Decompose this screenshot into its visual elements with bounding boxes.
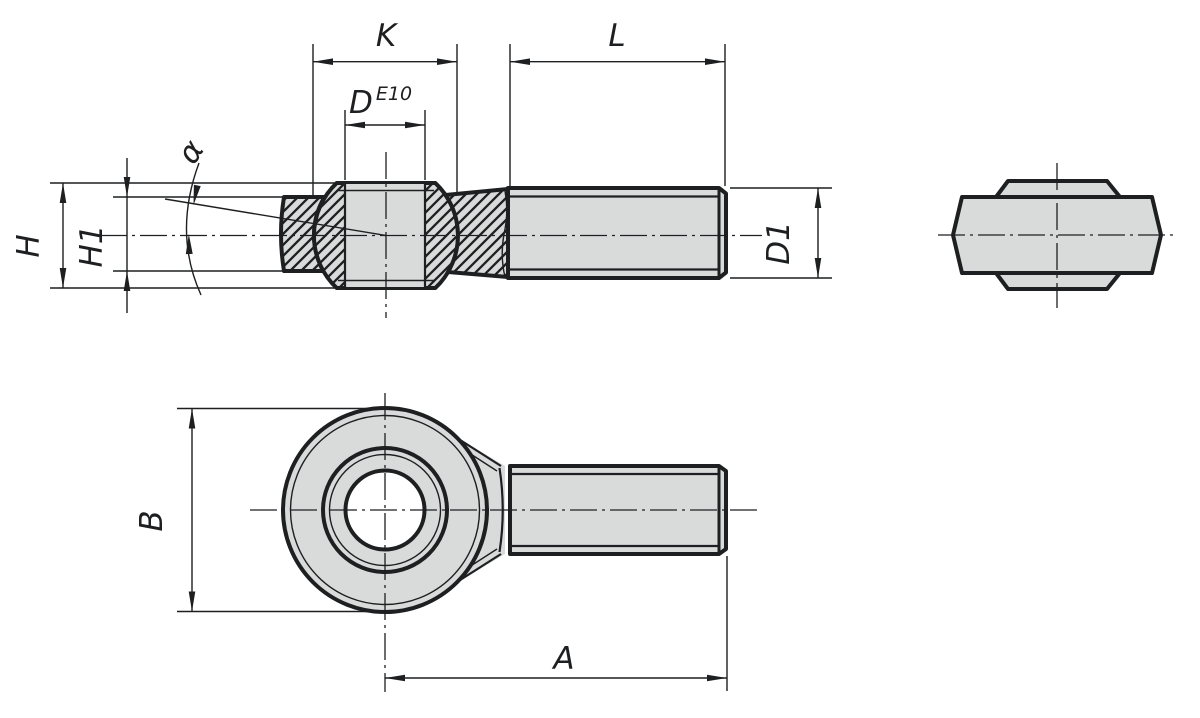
- L-label: L: [608, 18, 625, 54]
- ball-bottom-flat: [994, 271, 1122, 291]
- front-view: B A: [134, 393, 762, 692]
- H1-label: H1: [74, 224, 110, 267]
- dimension-L: L: [510, 18, 725, 65]
- H-label: H: [11, 234, 47, 257]
- housing-neck: [443, 187, 510, 279]
- dimension-A: A: [385, 641, 727, 682]
- end-view: [938, 163, 1178, 308]
- extension-lines-front: [177, 407, 728, 691]
- threaded-shank: [506, 186, 728, 280]
- centerlines-end: [938, 163, 1178, 308]
- K-label: K: [376, 18, 399, 54]
- dimension-H: H: [11, 183, 67, 288]
- alpha-label: α: [170, 134, 211, 171]
- dimension-B: B: [134, 408, 196, 612]
- D1-label: D1: [761, 221, 797, 265]
- centerlines-section: [100, 152, 762, 318]
- centerlines-front: [250, 393, 762, 692]
- ball-top-flat: [994, 179, 1122, 199]
- A-label: A: [551, 641, 574, 677]
- B-label: B: [134, 510, 170, 531]
- dimension-H1: H1: [74, 158, 131, 313]
- extension-lines: [50, 44, 832, 289]
- dimension-K: K: [313, 18, 457, 65]
- dimension-D1: D1: [761, 188, 822, 278]
